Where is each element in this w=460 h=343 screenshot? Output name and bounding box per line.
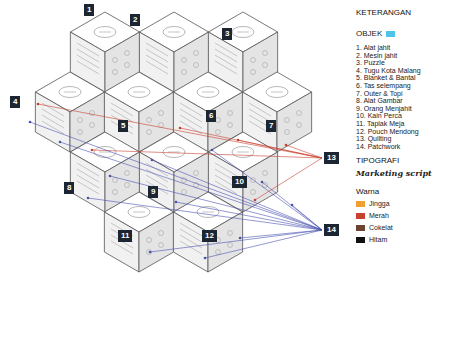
legend-text: OBJEK	[356, 30, 382, 38]
callout-number: 5	[121, 121, 125, 130]
legend-label: 4. Tugu Kota Malang	[356, 67, 421, 75]
leader-dot	[179, 127, 182, 130]
leader-line	[176, 202, 322, 230]
leader-line	[110, 176, 322, 230]
leader-line	[240, 230, 322, 238]
leader-dot	[87, 197, 90, 200]
legend-label: 11. Taplak Meja	[356, 120, 404, 128]
legend-label: 7. Outer & Topi	[356, 90, 403, 98]
legend-label: TIPOGRAFI	[356, 156, 399, 166]
leader-line	[205, 230, 322, 258]
legend-entry: Cokelat	[356, 224, 393, 232]
callout-box: 12	[202, 230, 217, 242]
legend-label: 13. Quilting	[356, 135, 391, 143]
legend-text: Merah	[369, 212, 389, 220]
legend-text: Hitam	[369, 236, 387, 244]
callout-number: 13	[327, 153, 336, 162]
callout-box: 1	[84, 4, 94, 16]
leader-dot	[211, 149, 214, 152]
leader-line	[30, 122, 322, 230]
leader-line	[152, 160, 322, 230]
callout-number: 9	[151, 187, 155, 196]
legend-text: Jingga	[369, 200, 390, 208]
callout-box: 9	[148, 186, 158, 198]
callout-number: 11	[121, 231, 129, 240]
leader-line	[212, 150, 322, 230]
legend-label: 10. Kain Perca	[356, 112, 402, 120]
legend-label: 2. Mesin jahit	[356, 52, 397, 60]
leader-dot	[285, 144, 288, 147]
leader-dot	[37, 103, 40, 106]
leader-dot	[237, 139, 240, 142]
callout-box: 14	[324, 224, 339, 236]
leader-line	[180, 128, 322, 158]
callout-box: 3	[222, 28, 232, 40]
legend-entry: Jingga	[356, 200, 390, 208]
callout-number: 14	[327, 225, 336, 234]
leader-dot	[204, 257, 207, 260]
callout-box: 4	[10, 96, 20, 108]
callout-number: 2	[133, 15, 137, 24]
leader-dot	[261, 181, 264, 184]
callout-number: 4	[13, 97, 17, 106]
leader-line	[38, 104, 322, 158]
legend-entry: OBJEK	[356, 30, 395, 38]
leader-line	[286, 145, 322, 158]
leader-line	[238, 140, 322, 158]
callout-number: 1	[87, 5, 91, 14]
leader-dot	[91, 149, 94, 152]
leader-dot	[239, 237, 242, 240]
color-swatch	[356, 201, 365, 207]
legend-label: 3. Puzzle	[356, 59, 385, 67]
callout-box: 8	[64, 182, 74, 194]
color-swatch	[356, 225, 365, 231]
callout-number: 8	[67, 183, 71, 192]
leader-line	[255, 158, 322, 200]
legend-label: 6. Tas selempang	[356, 82, 411, 90]
callout-box: 10	[232, 176, 247, 188]
callout-box: 13	[324, 152, 339, 164]
legend-label: Warna	[356, 187, 379, 197]
legend-label: 1. Alat jahit	[356, 44, 390, 52]
legend-label: 12. Pouch Mendong	[356, 128, 419, 136]
leader-dot	[149, 251, 152, 254]
leader-line	[150, 230, 322, 252]
callout-box: 5	[118, 120, 128, 132]
legend-label: Marketing script	[356, 169, 432, 177]
legend-entry: Hitam	[356, 236, 387, 244]
leader-dot	[29, 121, 32, 124]
leader-line	[60, 142, 322, 230]
legend-label: 14. Patchwork	[356, 143, 400, 151]
leader-dot	[175, 201, 178, 204]
leader-dot	[151, 159, 154, 162]
legend-label: 9. Orang Menjahit	[356, 105, 412, 113]
leader-dot	[291, 204, 294, 207]
legend-label: 5. Blanket & Bantal	[356, 74, 416, 82]
leader-line	[88, 198, 322, 230]
legend-text: Cokelat	[369, 224, 393, 232]
callout-number: 6	[209, 111, 213, 120]
callout-box: 6	[206, 110, 216, 122]
callout-box: 2	[130, 14, 140, 26]
legend-label: 8. Alat Gambar	[356, 97, 403, 105]
callout-box: 7	[266, 120, 276, 132]
callout-number: 3	[225, 29, 229, 38]
callout-box: 11	[118, 230, 132, 242]
callout-number: 7	[269, 121, 273, 130]
callout-number: 10	[235, 177, 244, 186]
leader-dot	[254, 199, 257, 202]
leader-dot	[109, 175, 112, 178]
legend-entry: Merah	[356, 212, 389, 220]
leader-dot	[59, 141, 62, 144]
color-swatch	[386, 31, 395, 37]
callout-number: 12	[205, 231, 214, 240]
legend-label: KETERANGAN	[356, 8, 411, 18]
color-swatch	[356, 237, 365, 243]
color-swatch	[356, 213, 365, 219]
leader-line	[92, 150, 322, 158]
